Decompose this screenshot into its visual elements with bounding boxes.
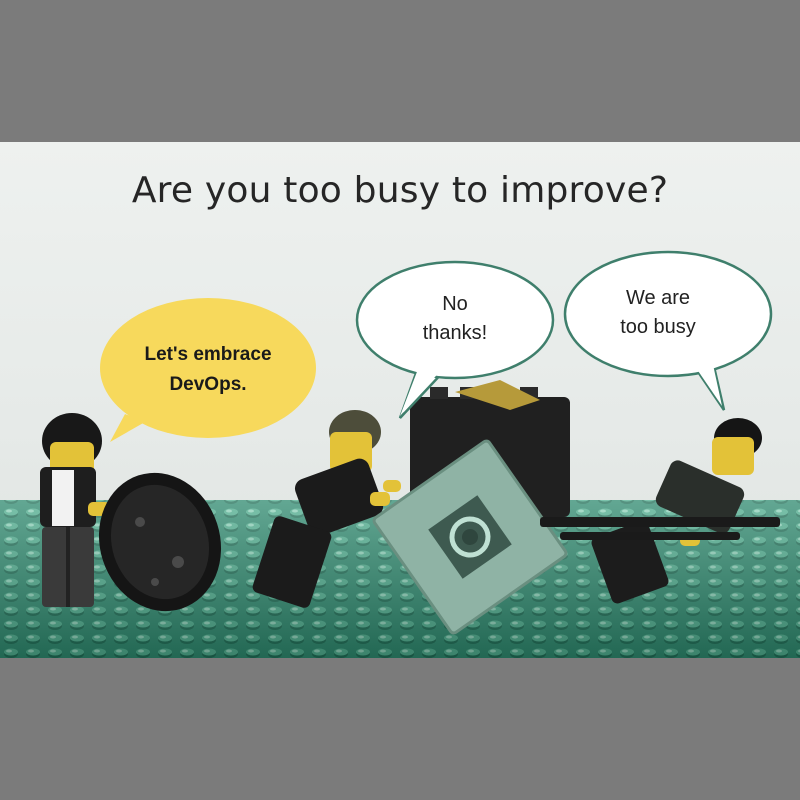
speech-bubble-right: [563, 250, 773, 411]
speech-bubble-middle: [355, 260, 555, 419]
bubble-right-line2: too busy: [620, 316, 696, 338]
bubble-middle-line1: No: [442, 293, 468, 315]
speech-bubble-left: [100, 298, 316, 442]
bubble-left-line2: DevOps.: [169, 374, 247, 395]
slide-title: Are you too busy to improve?: [131, 170, 669, 211]
bubble-right-text: We are too busy: [588, 284, 728, 342]
black-tire-ring: [98, 472, 222, 612]
bubble-middle-line2: thanks!: [422, 322, 488, 344]
bubble-left-text: Let's embrace DevOps.: [108, 340, 308, 400]
lego-figure-middle: [252, 410, 401, 608]
bubble-middle-text: No thanks!: [385, 290, 525, 348]
lego-scene-photo: [0, 142, 800, 658]
teal-crate: [372, 439, 568, 635]
black-cart-handle: [540, 517, 780, 540]
lego-figure-right: [591, 418, 762, 604]
bottom-letterbox-band: [0, 658, 800, 800]
bubble-left-line1: Let's embrace: [144, 344, 272, 365]
lego-figure-left: [40, 413, 110, 607]
top-letterbox-band: [0, 0, 800, 142]
bubble-right-line1: We are: [625, 287, 691, 309]
lego-scene: [0, 250, 800, 658]
